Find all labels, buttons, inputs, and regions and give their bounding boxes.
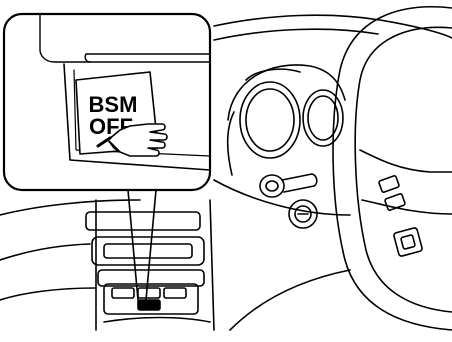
callout-magnifier — [4, 14, 210, 300]
ignition-switch-icon — [289, 200, 317, 228]
steering-wheel-icon — [333, 7, 452, 330]
instrument-cluster-icon — [228, 65, 345, 175]
bsm-switch-panel — [104, 284, 210, 322]
wiper-lever-icon — [260, 174, 317, 197]
center-console — [86, 212, 204, 286]
